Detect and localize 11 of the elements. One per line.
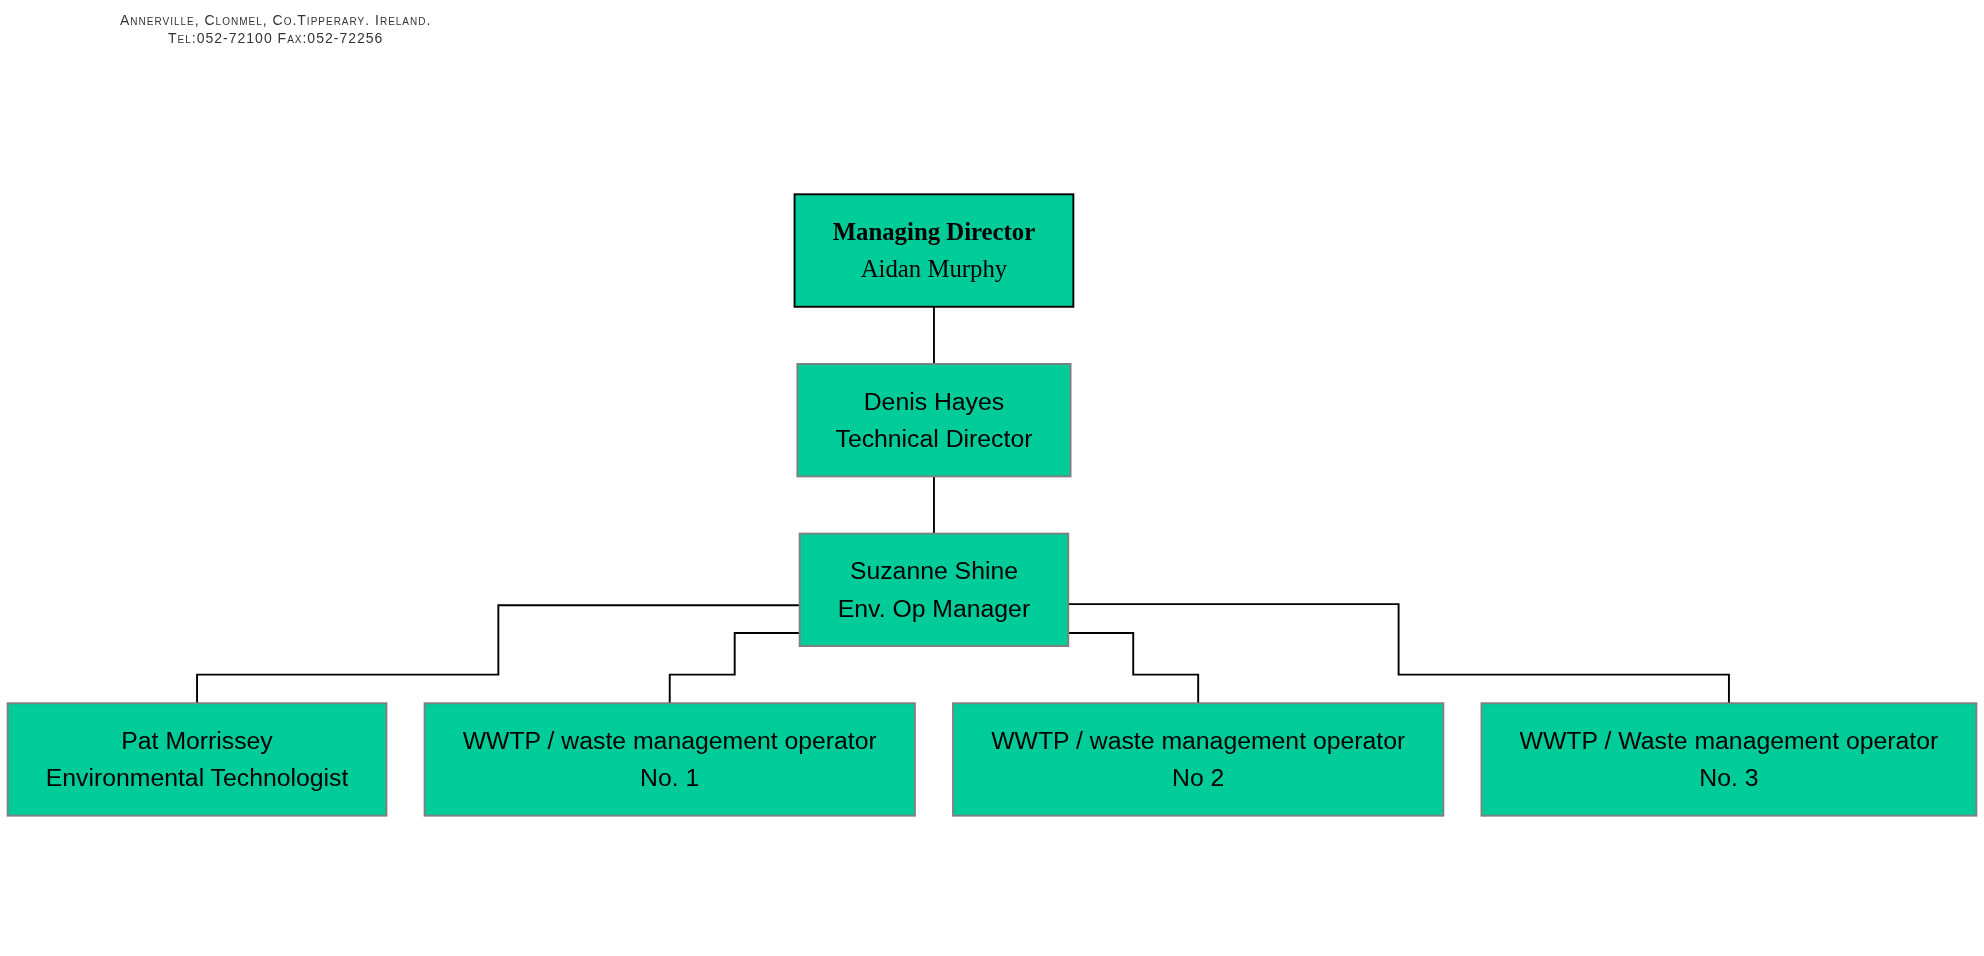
node-box: Pat Morrissey Environmental Technologist (6, 702, 388, 817)
address-text: Annerville, Clonmel, Co.Tipperary. Ireland. (120, 12, 432, 28)
node-box: Denis Hayes Technical Director (796, 363, 1072, 478)
node-box: WWTP / waste management operator No 2 (952, 702, 1445, 817)
node-box: WWTP / waste management operator No. 1 (423, 702, 916, 817)
node-box: WWTP / Waste management operator No. 3 (1480, 702, 1978, 817)
node-box: Suzanne Shine Env. Op Manager (798, 532, 1070, 647)
connector (933, 475, 935, 535)
address-text: Tel:052-72100 Fax:052-72256 (167, 30, 385, 46)
node-box: Managing Director Aidan Murphy (793, 193, 1075, 308)
connector (933, 305, 935, 365)
